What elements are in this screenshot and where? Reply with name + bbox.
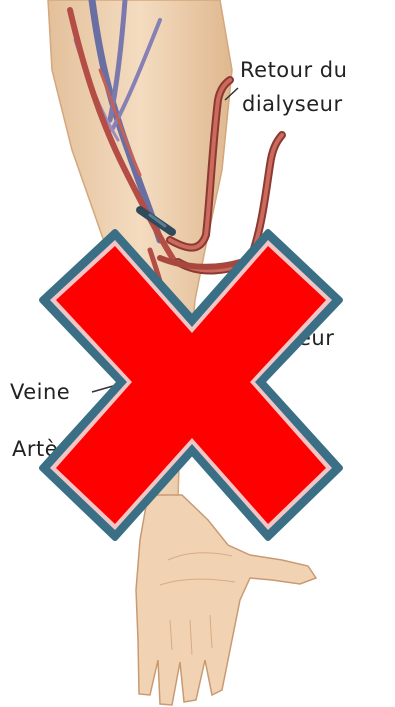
label-veine: Veine <box>10 380 70 404</box>
forearm-shape <box>48 0 232 500</box>
label-retour-line1: Retour du <box>240 58 347 82</box>
label-artere-partial: Artè <box>12 437 58 461</box>
label-partial-right: eur <box>298 326 334 350</box>
hand-shape <box>136 495 316 705</box>
label-retour-line2: dialyseur <box>242 92 343 116</box>
